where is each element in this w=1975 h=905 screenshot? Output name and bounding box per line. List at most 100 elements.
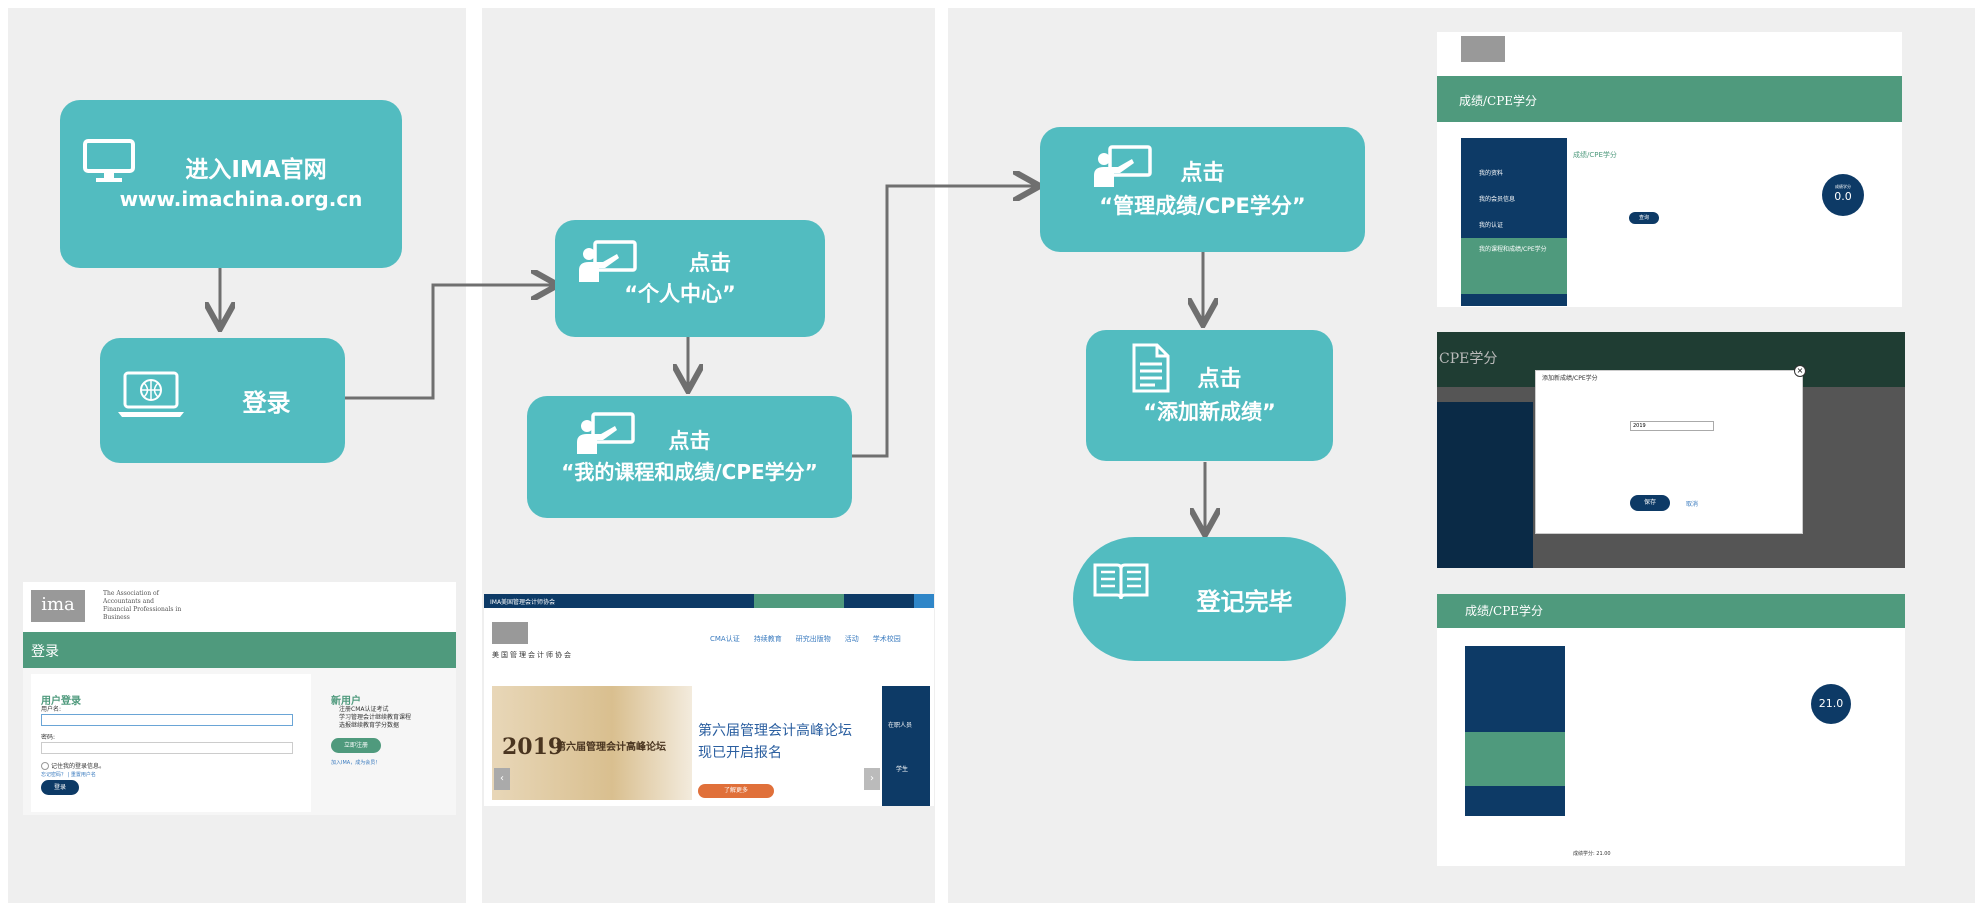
bullet-item: 学习管理会计继续教育课程	[339, 714, 412, 721]
presenter-icon	[579, 240, 637, 282]
step-click-personal-center: 点击 “个人中心”	[555, 220, 825, 337]
more-button-label: 了解更多	[723, 787, 748, 794]
bullet-item: 选报继续教育学分数据	[339, 722, 400, 729]
login-button-label: 登录	[53, 784, 66, 791]
score-circle: 成绩学分 0.0	[1822, 174, 1864, 216]
scores-result-screenshot: 成绩/CPE学分 21.0 成绩学分: 21.00	[1437, 594, 1905, 866]
result-score-value: 21.0	[1818, 697, 1844, 710]
close-icon[interactable]: ×	[1794, 365, 1806, 377]
top-bar: IMA美国管理会计师协会	[484, 594, 934, 608]
account-sidebar: 我的资料 我的会员信息 我的认证 我的课程和成绩/CPE学分	[1461, 138, 1567, 306]
step5-line2: “管理成绩/CPE学分”	[1099, 193, 1306, 218]
register-button-label: 立即注册	[343, 742, 368, 749]
step7-label: 登记完毕	[1196, 587, 1293, 616]
bullet-item: 注册CMA认证考试	[339, 706, 389, 713]
document-icon	[1132, 343, 1170, 393]
login-page-screenshot: ima The Association of Accountants and F…	[23, 582, 456, 815]
password-input[interactable]	[41, 742, 293, 754]
remember-label: 记住我的登录信息。	[51, 763, 106, 770]
org-name: The Association of Accountants and Finan…	[103, 590, 182, 621]
result-total: 成绩学分: 21.00	[1573, 851, 1611, 857]
step5-line1: 点击	[1180, 160, 1225, 186]
new-user-bullets: 注册CMA认证考试 学习管理会计继续教育课程 选报继续教育学分数据	[339, 706, 411, 730]
add-score-dialog-screenshot: CPE学分 添加新成绩/CPE学分 × 2019 保存 取消	[1437, 332, 1905, 568]
register-button[interactable]: 立即注册	[331, 738, 381, 753]
step-click-my-courses: 点击 “我的课程和成绩/CPE学分”	[527, 396, 852, 518]
scores-banner-title: 成绩/CPE学分	[1459, 94, 1538, 108]
dark-banner-title: CPE学分	[1439, 351, 1498, 367]
step-registration-done: 登记完毕	[1073, 537, 1346, 661]
step-click-manage-scores: 点击 “管理成绩/CPE学分”	[1040, 127, 1365, 252]
save-button-label: 保存	[1643, 499, 1656, 506]
ima-logo: ima	[31, 590, 85, 622]
step6-line1: 点击	[1197, 366, 1242, 392]
ima-logo	[1461, 36, 1505, 62]
step1-line2: www.imachina.org.cn	[119, 187, 363, 211]
result-banner: 成绩/CPE学分	[1437, 594, 1905, 628]
password-label: 密码:	[41, 734, 56, 741]
side-link[interactable]: 学生	[896, 766, 909, 773]
year-select[interactable]: 2019	[1630, 421, 1714, 431]
step-enter-ima-site: 进入IMA官网 www.imachina.org.cn	[60, 100, 402, 268]
next-arrow-icon[interactable]: ›	[864, 768, 880, 790]
sidebar-item[interactable]: 我的资料	[1479, 170, 1504, 177]
side-link[interactable]: 在职人员	[888, 722, 913, 729]
presenter-icon	[577, 412, 635, 454]
hero-year: 2019	[502, 734, 564, 760]
arrow-4-5	[852, 186, 1037, 458]
save-button[interactable]: 保存	[1630, 495, 1670, 511]
nav-item[interactable]: 研究出版物	[795, 635, 831, 643]
result-sidebar	[1465, 646, 1565, 816]
monitor-icon	[83, 139, 135, 182]
hero-title-line2: 现已开启报名	[698, 745, 782, 761]
side-quick-links: 在职人员 学生	[882, 686, 930, 806]
remember-checkbox[interactable]	[41, 762, 49, 770]
step4-line1: 点击	[668, 429, 711, 453]
nav-item[interactable]: 活动	[844, 635, 859, 643]
scores-banner: 成绩/CPE学分	[1437, 76, 1902, 122]
nav-item[interactable]: 持续教育	[753, 635, 782, 643]
nav-item[interactable]: CMA认证	[710, 635, 740, 643]
step3-line2: “个人中心”	[624, 281, 736, 306]
login-banner: 登录	[23, 632, 456, 668]
sidebar-item-active[interactable]: 我的课程和成绩/CPE学分	[1479, 246, 1547, 253]
cancel-link[interactable]: 取消	[1686, 501, 1699, 508]
hero-title-line1: 第六届管理会计高峰论坛	[698, 723, 852, 739]
main-nav: CMA认证 持续教育 研究出版物 活动 学术校园	[710, 634, 901, 644]
username-label: 用户名:	[41, 706, 62, 713]
query-button[interactable]: 查询	[1629, 212, 1659, 224]
step3-line1: 点击	[688, 250, 731, 275]
step1-line1: 进入IMA官网	[185, 157, 327, 183]
top-bar-title: IMA美国管理会计师协会	[490, 599, 556, 606]
ima-logo	[492, 622, 528, 644]
hero-image	[492, 686, 692, 800]
user-login-heading: 用户登录	[41, 696, 81, 707]
scores-page-screenshot: 成绩/CPE学分 我的资料 我的会员信息 我的认证 我的课程和成绩/CPE学分 …	[1437, 32, 1902, 307]
more-button[interactable]: 了解更多	[698, 784, 774, 798]
org-name-cn: 美国管理会计师协会	[492, 651, 573, 659]
help-links[interactable]: 忘记密码？ | 重置用户名	[41, 772, 96, 778]
presenter-icon	[1094, 145, 1152, 187]
scores-title: 成绩/CPE学分	[1573, 151, 1617, 159]
prev-arrow-icon[interactable]: ‹	[494, 768, 510, 790]
laptop-globe-icon	[118, 371, 184, 417]
dialog-title: 添加新成绩/CPE学分	[1542, 375, 1598, 382]
join-link[interactable]: 加入IMA，成为会员！	[331, 760, 381, 766]
login-banner-title: 登录	[31, 644, 59, 660]
hero-sub: 第六届管理会计高峰论坛	[556, 742, 666, 753]
step-login: 登录	[100, 338, 345, 463]
homepage-screenshot: IMA美国管理会计师协会 美国管理会计师协会 CMA认证 持续教育 研究出版物 …	[484, 594, 934, 806]
new-user-heading: 新用户	[331, 696, 361, 707]
score-circle-value: 0.0	[1834, 190, 1852, 203]
step4-line2: “我的课程和成绩/CPE学分”	[561, 460, 818, 484]
result-banner-title: 成绩/CPE学分	[1465, 604, 1544, 618]
sidebar-item[interactable]: 我的会员信息	[1479, 196, 1516, 203]
result-score-circle: 21.0	[1811, 684, 1851, 724]
nav-item[interactable]: 学术校园	[872, 635, 901, 643]
username-input[interactable]	[41, 714, 293, 726]
sidebar-item[interactable]: 我的认证	[1479, 222, 1504, 229]
step6-line2: “添加新成绩”	[1143, 399, 1276, 424]
step2-label: 登录	[242, 389, 291, 417]
login-button[interactable]: 登录	[41, 780, 79, 795]
